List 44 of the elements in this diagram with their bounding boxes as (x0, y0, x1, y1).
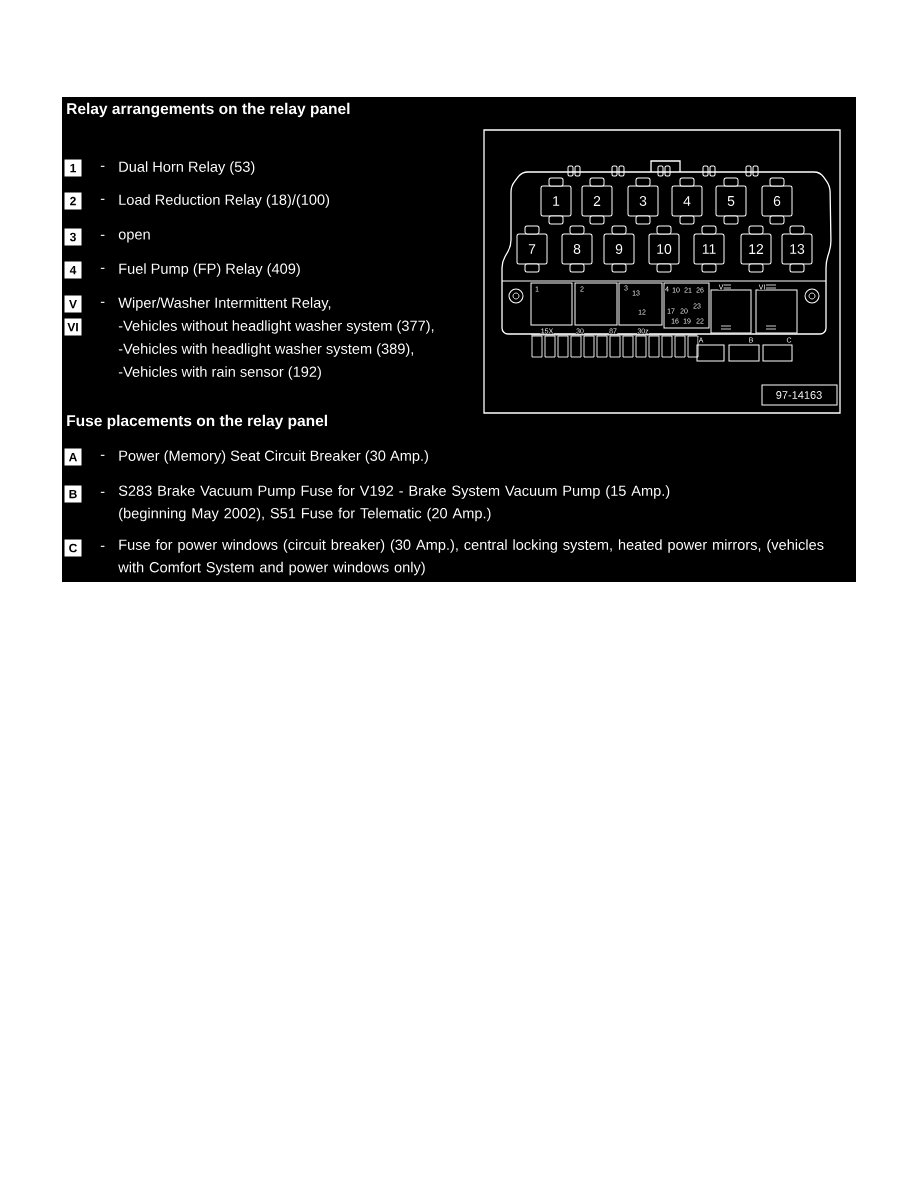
dash: - (100, 165, 105, 167)
relay-slot: 1 (540, 177, 572, 225)
description-text: -Vehicles with rain sensor (192) (118, 366, 321, 380)
relay-slot: 13 (781, 225, 813, 273)
relay-slot: 3 (627, 177, 659, 225)
dash: - (100, 454, 105, 456)
node-label: B (69, 489, 77, 499)
node-label: 3 (69, 232, 76, 242)
description-text: -Vehicles with headlight washer system (389), (118, 343, 413, 357)
relay-slot: 6 (761, 177, 793, 225)
description-text: Fuse for power windows (circuit breaker) (30 Amp.), central locking system, heated power mirrors, (vehicles with Comfort System and power windows only) (118, 539, 824, 576)
dash: - (100, 545, 105, 547)
relay-slot: 12 (740, 225, 772, 273)
node-label: 4 (69, 265, 77, 275)
section-heading: Relay arrangements on the relay panel (67, 102, 350, 118)
node-label: A (68, 452, 78, 462)
dash: - (100, 267, 105, 269)
description-text: Dual Horn Relay (53) (119, 161, 255, 175)
relay-slot: 5 (715, 177, 747, 225)
node-label: 2 (70, 196, 76, 206)
description-text: -Vehicles without headlight washer system (377), (118, 320, 434, 334)
relay-slot: 4 (671, 177, 703, 225)
description-text: S283 Brake Vacuum Pump Fuse for V192 - Brake System Vacuum Pump (15 Amp.) (beginning May 2002), S51 Fuse for Telematic (20 Amp.) (118, 485, 670, 522)
description-text: Power (Memory) Seat Circuit Breaker (30 Amp.) (119, 450, 428, 464)
relay-slot: 2 (581, 177, 613, 225)
description-text: Load Reduction Relay (18)/(100) (119, 194, 330, 208)
description-text: open (118, 231, 150, 243)
figure-number: 97-14163 (775, 390, 823, 400)
description-text: Fuel Pump (FP) Relay (409) (119, 263, 300, 277)
relay-slot: 11 (693, 225, 725, 273)
section-heading: Fuse placements on the relay panel (67, 414, 327, 430)
dash: - (100, 198, 105, 200)
relay-slot: 9 (603, 225, 635, 273)
relay-slot: 7 (516, 225, 548, 273)
node-label: VI (67, 322, 78, 332)
dash: - (100, 491, 105, 493)
node-label: 1 (70, 163, 76, 173)
relay-slot: 10 (648, 225, 680, 273)
description-text: Wiper/Washer Intermittent Relay, (118, 297, 331, 311)
relay-slot: 8 (561, 225, 593, 273)
node-label: C (69, 543, 78, 553)
node-label: V (69, 299, 77, 309)
dash: - (100, 234, 105, 236)
dash: - (100, 301, 105, 303)
